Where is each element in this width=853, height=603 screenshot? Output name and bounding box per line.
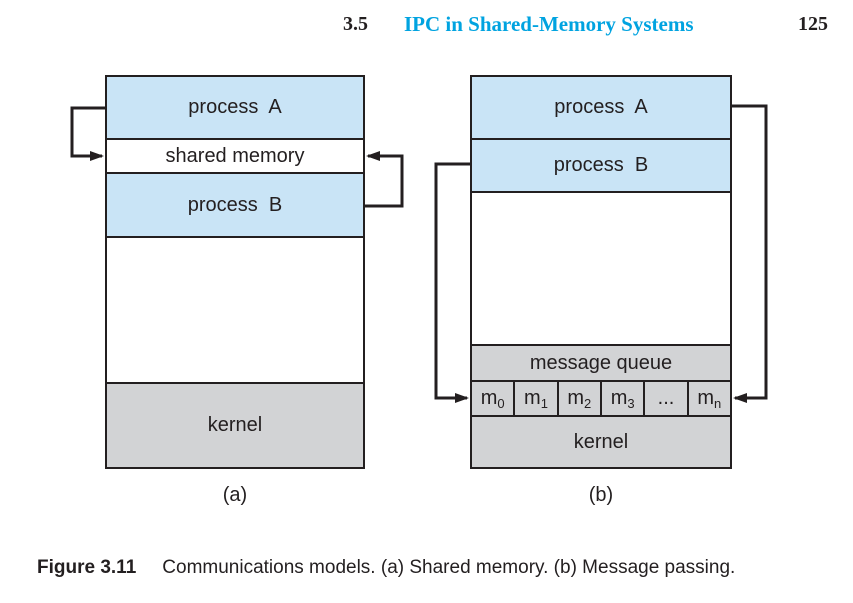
diagram-a-empty-space [107, 238, 363, 382]
diagram-b-empty-space [472, 193, 730, 344]
message-cell-subscript: 1 [540, 396, 548, 411]
message-cell-label: m [697, 387, 715, 409]
diagram-a-process-b: process B [107, 174, 363, 238]
figure-caption-label: Figure 3.11 [37, 557, 137, 578]
section-number: 3.5 [343, 13, 368, 35]
arrow-process-b-to-message-queue [434, 162, 470, 403]
message-cell-subscript: 3 [627, 396, 635, 411]
arrow-process-a-to-shared-memory [70, 106, 105, 161]
section-title: IPC in Shared-Memory Systems [404, 12, 694, 36]
figure-caption-text: Communications models. (a) Shared memory… [162, 557, 736, 578]
message-cell-label: m [610, 387, 628, 409]
message-cell-subscript: n [714, 396, 722, 411]
message-cell-label: ... [657, 387, 675, 409]
diagram-b-label: (b) [588, 484, 614, 506]
diagram-b-kernel: kernel [472, 415, 730, 467]
diagram-a-box: process A shared memory process B kernel [105, 75, 365, 469]
arrow-process-b-to-shared-memory [365, 151, 404, 208]
diagram-b-process-a: process A [472, 77, 730, 140]
message-cell-label: m [480, 387, 498, 409]
message-cell-ellipsis: ... [645, 382, 689, 415]
diagram-a-label: (a) [222, 484, 248, 506]
diagram-a-shared-memory: shared memory [107, 140, 363, 174]
figure-caption: Figure 3.11 Communications models. (a) Sh… [37, 557, 735, 579]
page-number: 125 [798, 13, 828, 35]
diagram-a-process-a: process A [107, 77, 363, 140]
message-cell-label: m [567, 387, 585, 409]
arrow-process-a-to-message-queue [732, 104, 768, 403]
message-cell-subscript: 2 [584, 396, 592, 411]
diagram-a-kernel: kernel [107, 382, 363, 467]
diagram-b-message-queue: message queue [472, 344, 730, 382]
diagram-b-process-b: process B [472, 140, 730, 193]
message-cell-label: m [524, 387, 541, 409]
message-cell-subscript: 0 [497, 396, 505, 411]
